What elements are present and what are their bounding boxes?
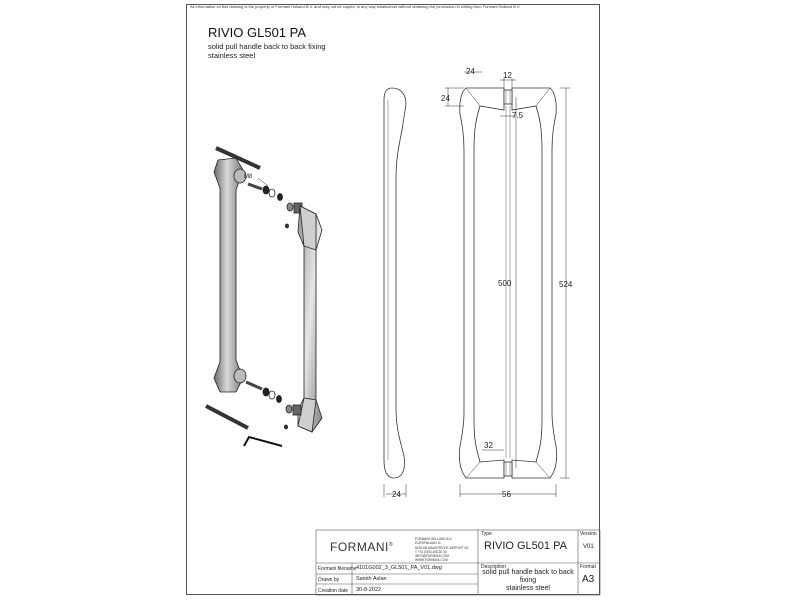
bottom-fixing-set (245, 380, 302, 416)
company-address: FORMANI HOLLAND B.V. EUROPALAAN 11 6199 … (415, 537, 469, 563)
drawnby-label: Drawn by (318, 577, 340, 583)
drawing-material: stainless steel (208, 51, 256, 60)
description-label: Description (481, 564, 507, 570)
format-value: A3 (582, 574, 595, 585)
format-label: Format (580, 564, 596, 570)
type-label: Type (481, 531, 492, 537)
screw-size-label: M8 (244, 174, 253, 180)
dim-overall-length: 524 (559, 280, 573, 289)
front-view-dimensions (445, 71, 570, 497)
version-label: Version (580, 531, 597, 537)
dim-bottom-width: 32 (484, 441, 493, 450)
title-block-grid (315, 529, 601, 596)
allen-key (243, 435, 283, 447)
version-value: V01 (583, 544, 594, 550)
drawing-subtitle: solid pull handle back to back fixing (208, 42, 326, 51)
front-view (458, 87, 558, 479)
side-view (383, 87, 407, 479)
drawing-title: RIVIO GL501 PA (208, 25, 307, 40)
back-handle (213, 157, 244, 393)
formani-logo: FORMANI® (330, 540, 394, 554)
drawnby-value: Samih Aslan (356, 576, 387, 582)
drawing-sheet-border (186, 4, 600, 595)
exploded-view (205, 146, 323, 447)
date-value: 30-8-2022 (356, 587, 382, 593)
threaded-rod-bottom (205, 404, 249, 430)
dim-side-depth: 24 (392, 490, 401, 499)
dim-gap: 12 (503, 71, 512, 80)
type-value: RIVIO GL501 PA (484, 540, 567, 552)
filename-value: 4101G002_3_GL501_PA_V01.dwg (356, 565, 442, 571)
date-label: Creation date (318, 588, 349, 594)
description-value: solid pull handle back to back fixing st… (482, 569, 574, 592)
dim-rod-diameter: 7.5 (512, 111, 524, 120)
threaded-rod-top (215, 146, 261, 170)
side-view-dimension (383, 484, 407, 497)
dim-base-width: 56 (502, 490, 511, 499)
filename-label: Formani filename (318, 566, 357, 572)
top-fixing-set (247, 182, 303, 214)
dim-centers: 500 (498, 279, 512, 288)
dim-top-height: 24 (441, 94, 450, 103)
dim-top-width: 24 (466, 67, 475, 76)
copyright-notice: All information on this drawing is the p… (190, 4, 521, 9)
